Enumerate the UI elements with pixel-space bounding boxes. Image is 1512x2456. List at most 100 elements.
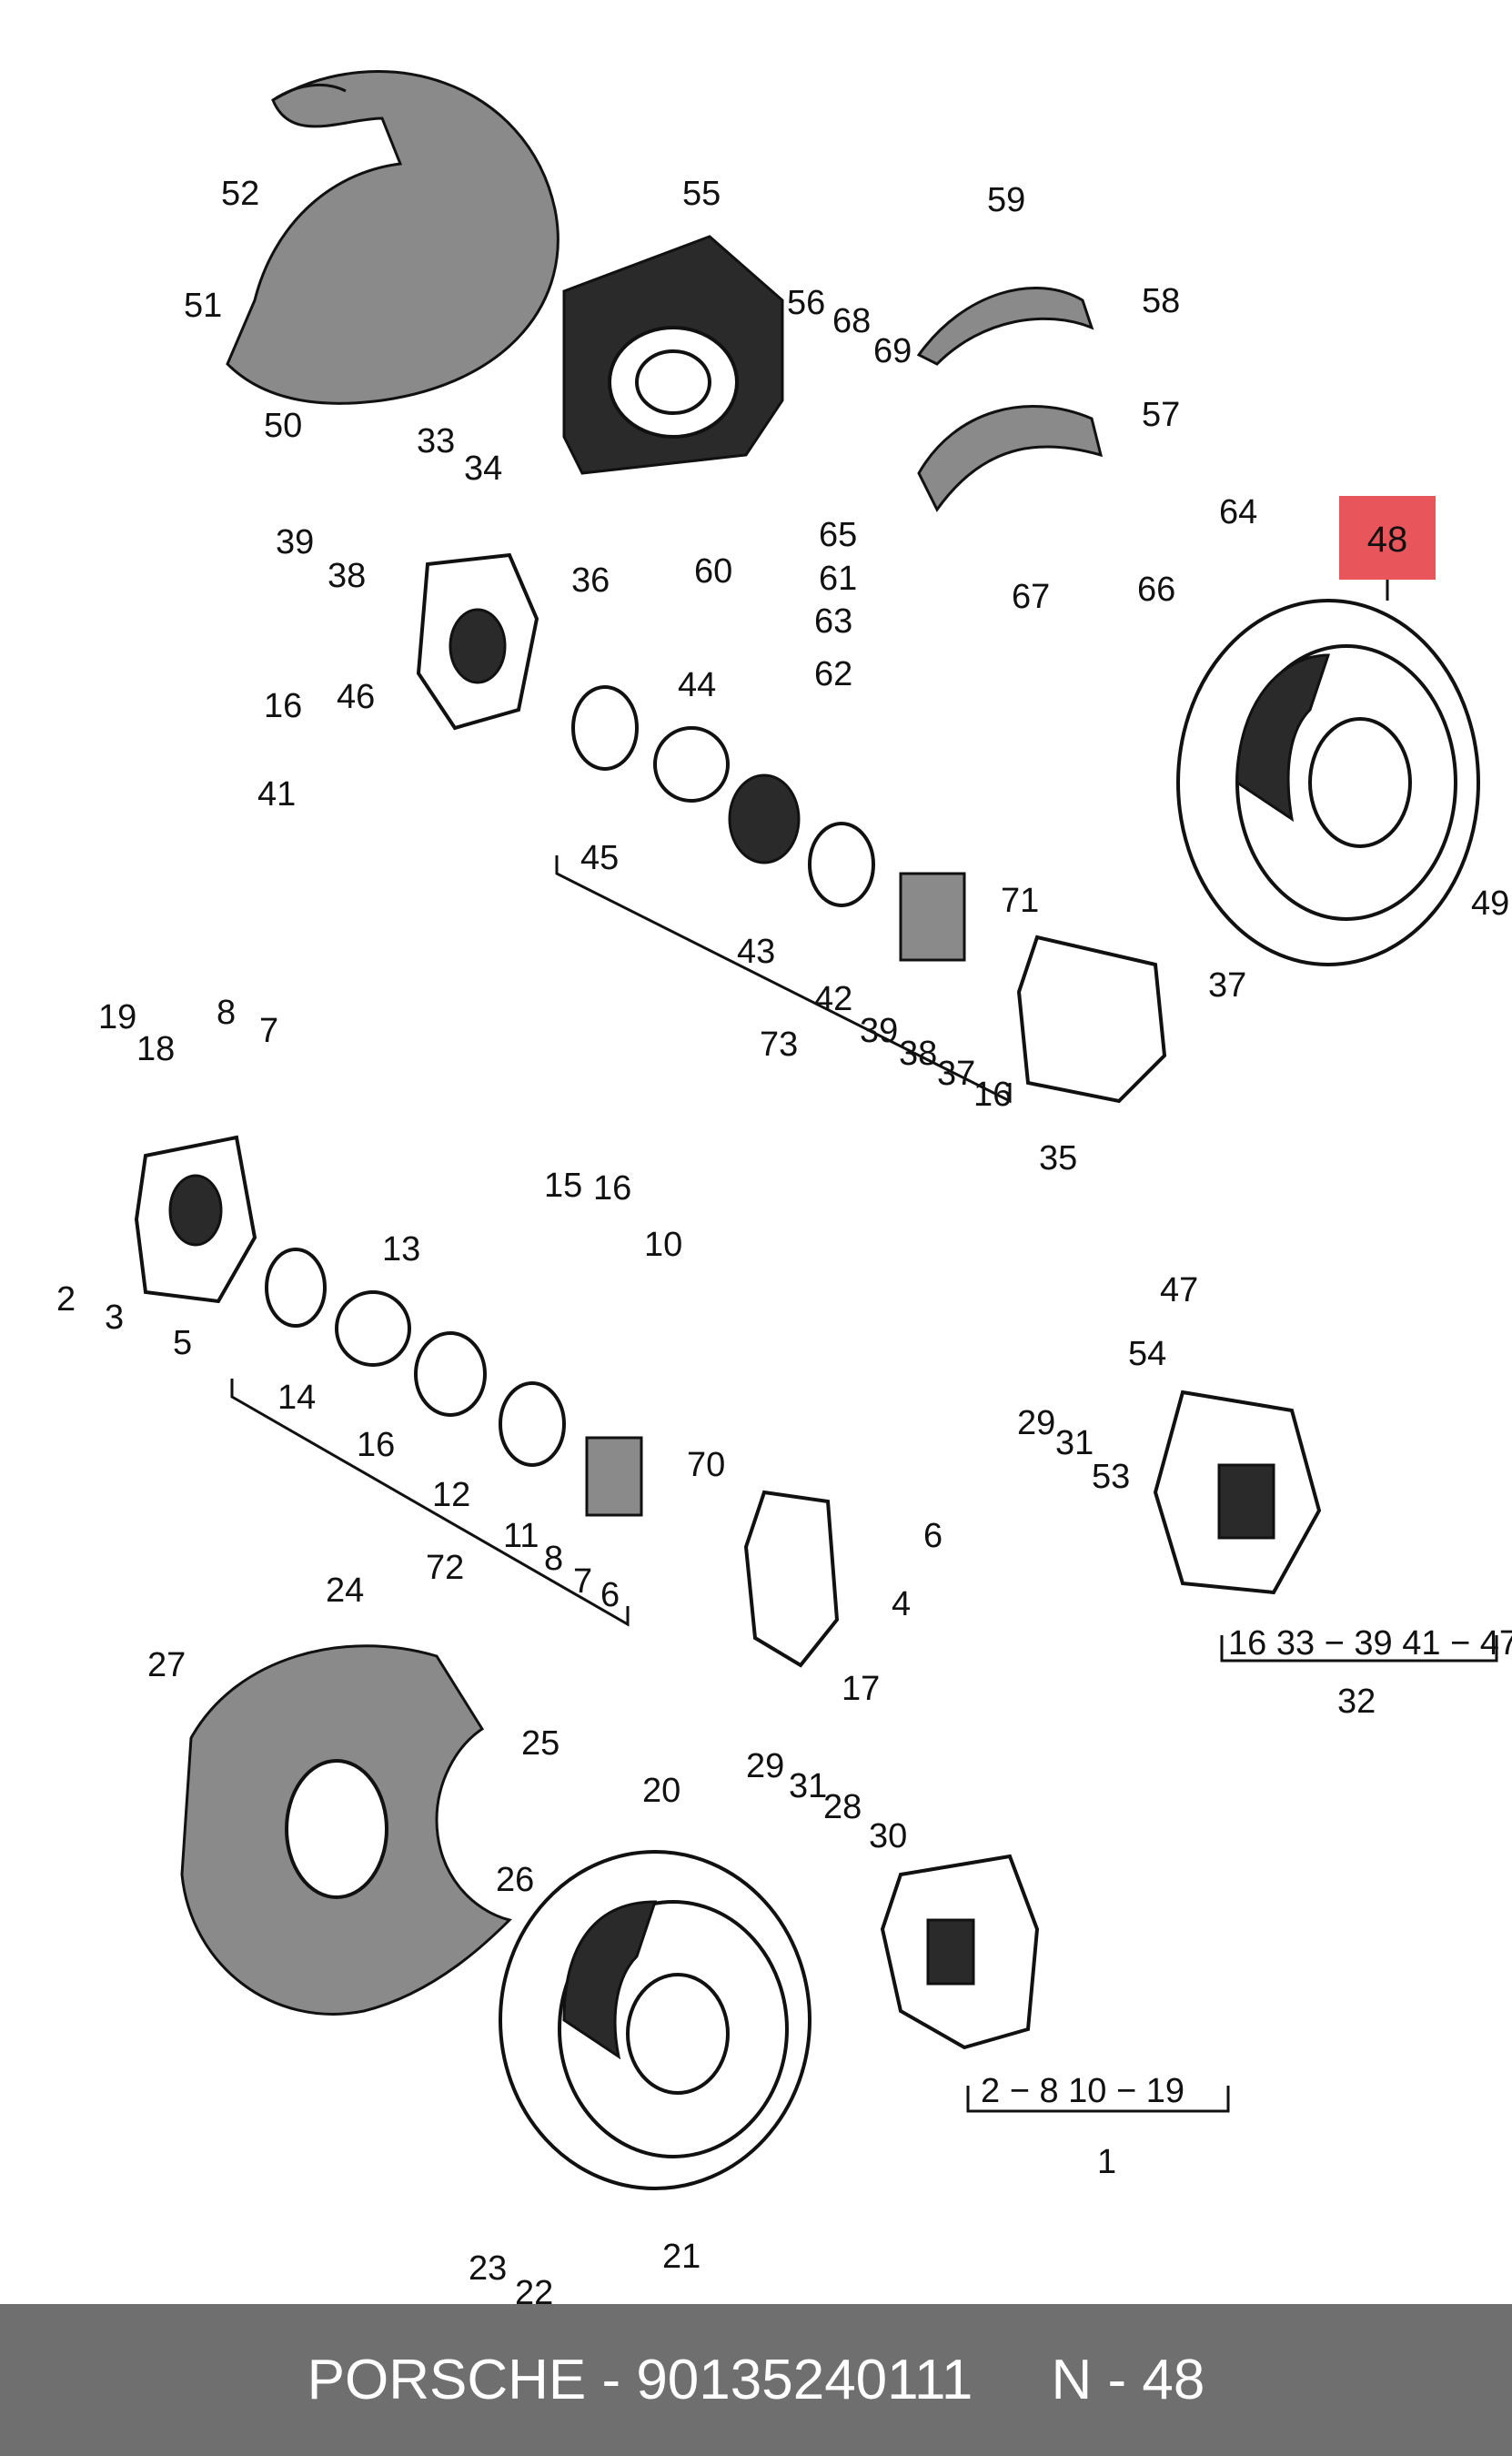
label-42: 42 [814,980,852,1018]
group-bracket-72 [230,1379,630,1627]
label-35: 35 [1039,1139,1077,1177]
label-29b: 29 [1017,1404,1055,1442]
label-52: 52 [221,175,259,213]
label-2: 2 [56,1280,76,1319]
label-55: 55 [682,175,721,213]
brake-backing-plate [562,235,784,475]
label-24: 24 [326,1572,364,1610]
label-range-32: 16 33 − 39 41 − 47 [1228,1624,1512,1663]
label-71: 71 [1001,882,1039,920]
label-8a: 8 [217,994,236,1032]
front-hub-carrier [134,1135,257,1304]
label-16b: 16 [593,1169,631,1208]
label-72: 72 [426,1549,464,1587]
callout-label: 48 [1367,520,1408,560]
label-16d: 16 [973,1076,1012,1114]
label-56: 56 [787,284,825,322]
label-18: 18 [136,1030,175,1068]
label-50: 50 [264,407,302,445]
label-45: 45 [580,839,619,877]
label-23: 23 [469,2249,507,2288]
label-66: 66 [1137,571,1175,609]
label-21: 21 [662,2238,701,2276]
rear-bearings-seals [571,685,966,962]
rear-caliper-assembly [1153,1390,1322,1595]
label-10: 10 [644,1226,682,1264]
exploded-brake-diagram: 48 1 2 3 4 5 6 6 7 7 8 8 10 11 12 13 14 … [56,70,1512,2304]
label-22: 22 [515,2274,553,2304]
label-6a: 6 [923,1517,942,1555]
front-brake-disc [499,1850,811,2190]
label-12: 12 [432,1476,470,1514]
label-39a: 39 [276,523,314,561]
label-27: 27 [147,1646,186,1684]
footer-caption: PORSCHE - 90135240111 N - 48 [307,2349,1205,2411]
label-43: 43 [737,933,775,971]
dust-shield-rear [226,70,559,405]
label-64: 64 [1219,493,1257,531]
label-73: 73 [760,1026,798,1064]
label-69: 69 [873,332,912,370]
label-7a: 7 [259,1012,278,1050]
group-bracket-73 [555,855,1012,1104]
label-26: 26 [496,1861,534,1899]
label-57: 57 [1142,396,1180,434]
label-36: 36 [571,561,610,600]
label-59: 59 [987,181,1025,219]
label-33: 33 [417,422,455,460]
label-65: 65 [819,516,857,554]
group-bracket-32 [1220,1635,1498,1663]
label-11: 11 [503,1517,539,1555]
label-32: 32 [1337,1683,1376,1721]
label-14: 14 [277,1379,316,1417]
label-13: 13 [382,1230,420,1268]
label-8b: 8 [544,1540,563,1578]
label-70: 70 [687,1446,725,1484]
label-1: 1 [1097,2143,1116,2181]
label-28: 28 [823,1788,862,1826]
part-labels: 1 2 3 4 5 6 6 7 7 8 8 10 11 12 13 14 15 … [56,175,1512,2304]
label-30: 30 [869,1817,907,1855]
label-5: 5 [173,1324,192,1362]
label-44: 44 [678,666,716,704]
label-17: 17 [842,1670,880,1708]
label-15: 15 [544,1167,582,1205]
label-16c: 16 [264,687,302,725]
label-58: 58 [1142,282,1180,320]
label-54: 54 [1128,1335,1166,1373]
label-31b: 31 [1055,1424,1094,1462]
group-bracket-1 [966,2086,1230,2113]
front-bearings-seals [265,1248,643,1517]
label-38b: 38 [899,1035,937,1073]
label-39b: 39 [860,1012,898,1050]
rear-brake-disc [1176,599,1480,966]
rear-caliper [1016,935,1167,1104]
front-caliper-half [743,1490,840,1668]
label-63: 63 [814,602,852,641]
label-60: 60 [694,552,732,591]
front-caliper-assembly [880,1854,1040,2050]
label-41: 41 [257,775,296,814]
label-46: 46 [337,678,375,716]
label-47: 47 [1160,1271,1198,1309]
label-4: 4 [892,1585,911,1623]
label-19: 19 [98,998,136,1036]
label-range-1: 2 − 8 10 − 19 [981,2072,1184,2110]
label-61: 61 [819,560,857,598]
label-68: 68 [832,302,871,340]
label-25: 25 [521,1724,559,1763]
label-34: 34 [464,450,502,488]
label-53: 53 [1092,1458,1130,1496]
part-number-footer: PORSCHE - 90135240111 N - 48 [0,2304,1512,2456]
label-20: 20 [642,1772,680,1810]
label-62: 62 [814,655,852,693]
label-67: 67 [1012,578,1050,616]
label-38a: 38 [328,557,366,595]
label-51: 51 [184,287,222,325]
label-7b: 7 [573,1562,592,1601]
label-37a: 37 [1208,966,1246,1005]
label-16a: 16 [357,1426,395,1464]
highlight-callout-48: 48 [1339,496,1436,601]
rear-hub-carrier [416,552,539,731]
label-3: 3 [105,1299,124,1337]
